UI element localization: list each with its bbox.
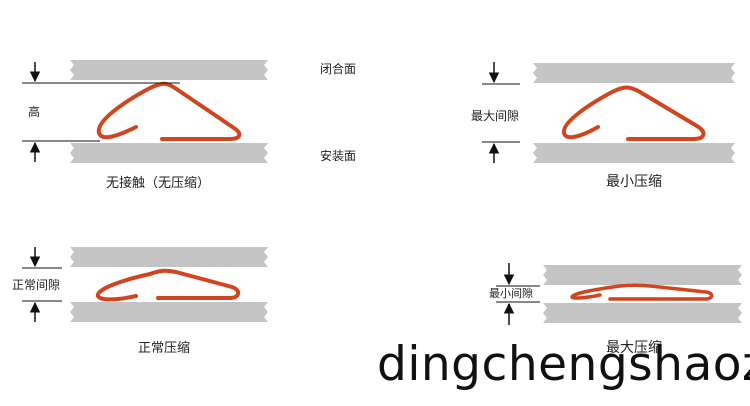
panel-normal-compression: 正常间隙 正常压缩 (12, 247, 268, 356)
caption-no-contact: 无接触（无压缩） (106, 175, 210, 191)
gasket-spring (96, 268, 241, 302)
closing-plate (533, 63, 735, 83)
caption-min-compression: 最小压缩 (606, 174, 662, 190)
watermark-text: dingchengshaoz (377, 337, 750, 392)
normal-gap-label: 正常间隙 (12, 278, 60, 292)
panel-no-contact: 高 闭合面 安装面 无接触（无压缩） (22, 60, 356, 191)
panel-max-compression: 最小间隙 最大压缩 (489, 263, 742, 356)
closing-plate (543, 265, 742, 285)
mounting-plate (543, 303, 742, 323)
gasket-spring (570, 283, 714, 301)
max-gap-label: 最大间隙 (471, 109, 519, 123)
closing-surface-label: 闭合面 (320, 61, 356, 76)
gasket-spring (96, 81, 242, 141)
mounting-surface-label: 安装面 (320, 148, 356, 163)
closing-plate (70, 247, 268, 267)
mounting-plate (70, 302, 268, 322)
caption-max-compression: 最大压缩 (606, 340, 662, 356)
gasket-spring (561, 85, 706, 141)
panel-min-compression: 最大间隙 最小压缩 (471, 62, 735, 190)
caption-normal-compression: 正常压缩 (138, 340, 190, 356)
closing-plate (70, 60, 268, 80)
min-gap-label: 最小间隙 (489, 286, 533, 300)
mounting-plate (70, 143, 268, 163)
height-label: 高 (28, 104, 40, 119)
mounting-plate (533, 143, 735, 163)
